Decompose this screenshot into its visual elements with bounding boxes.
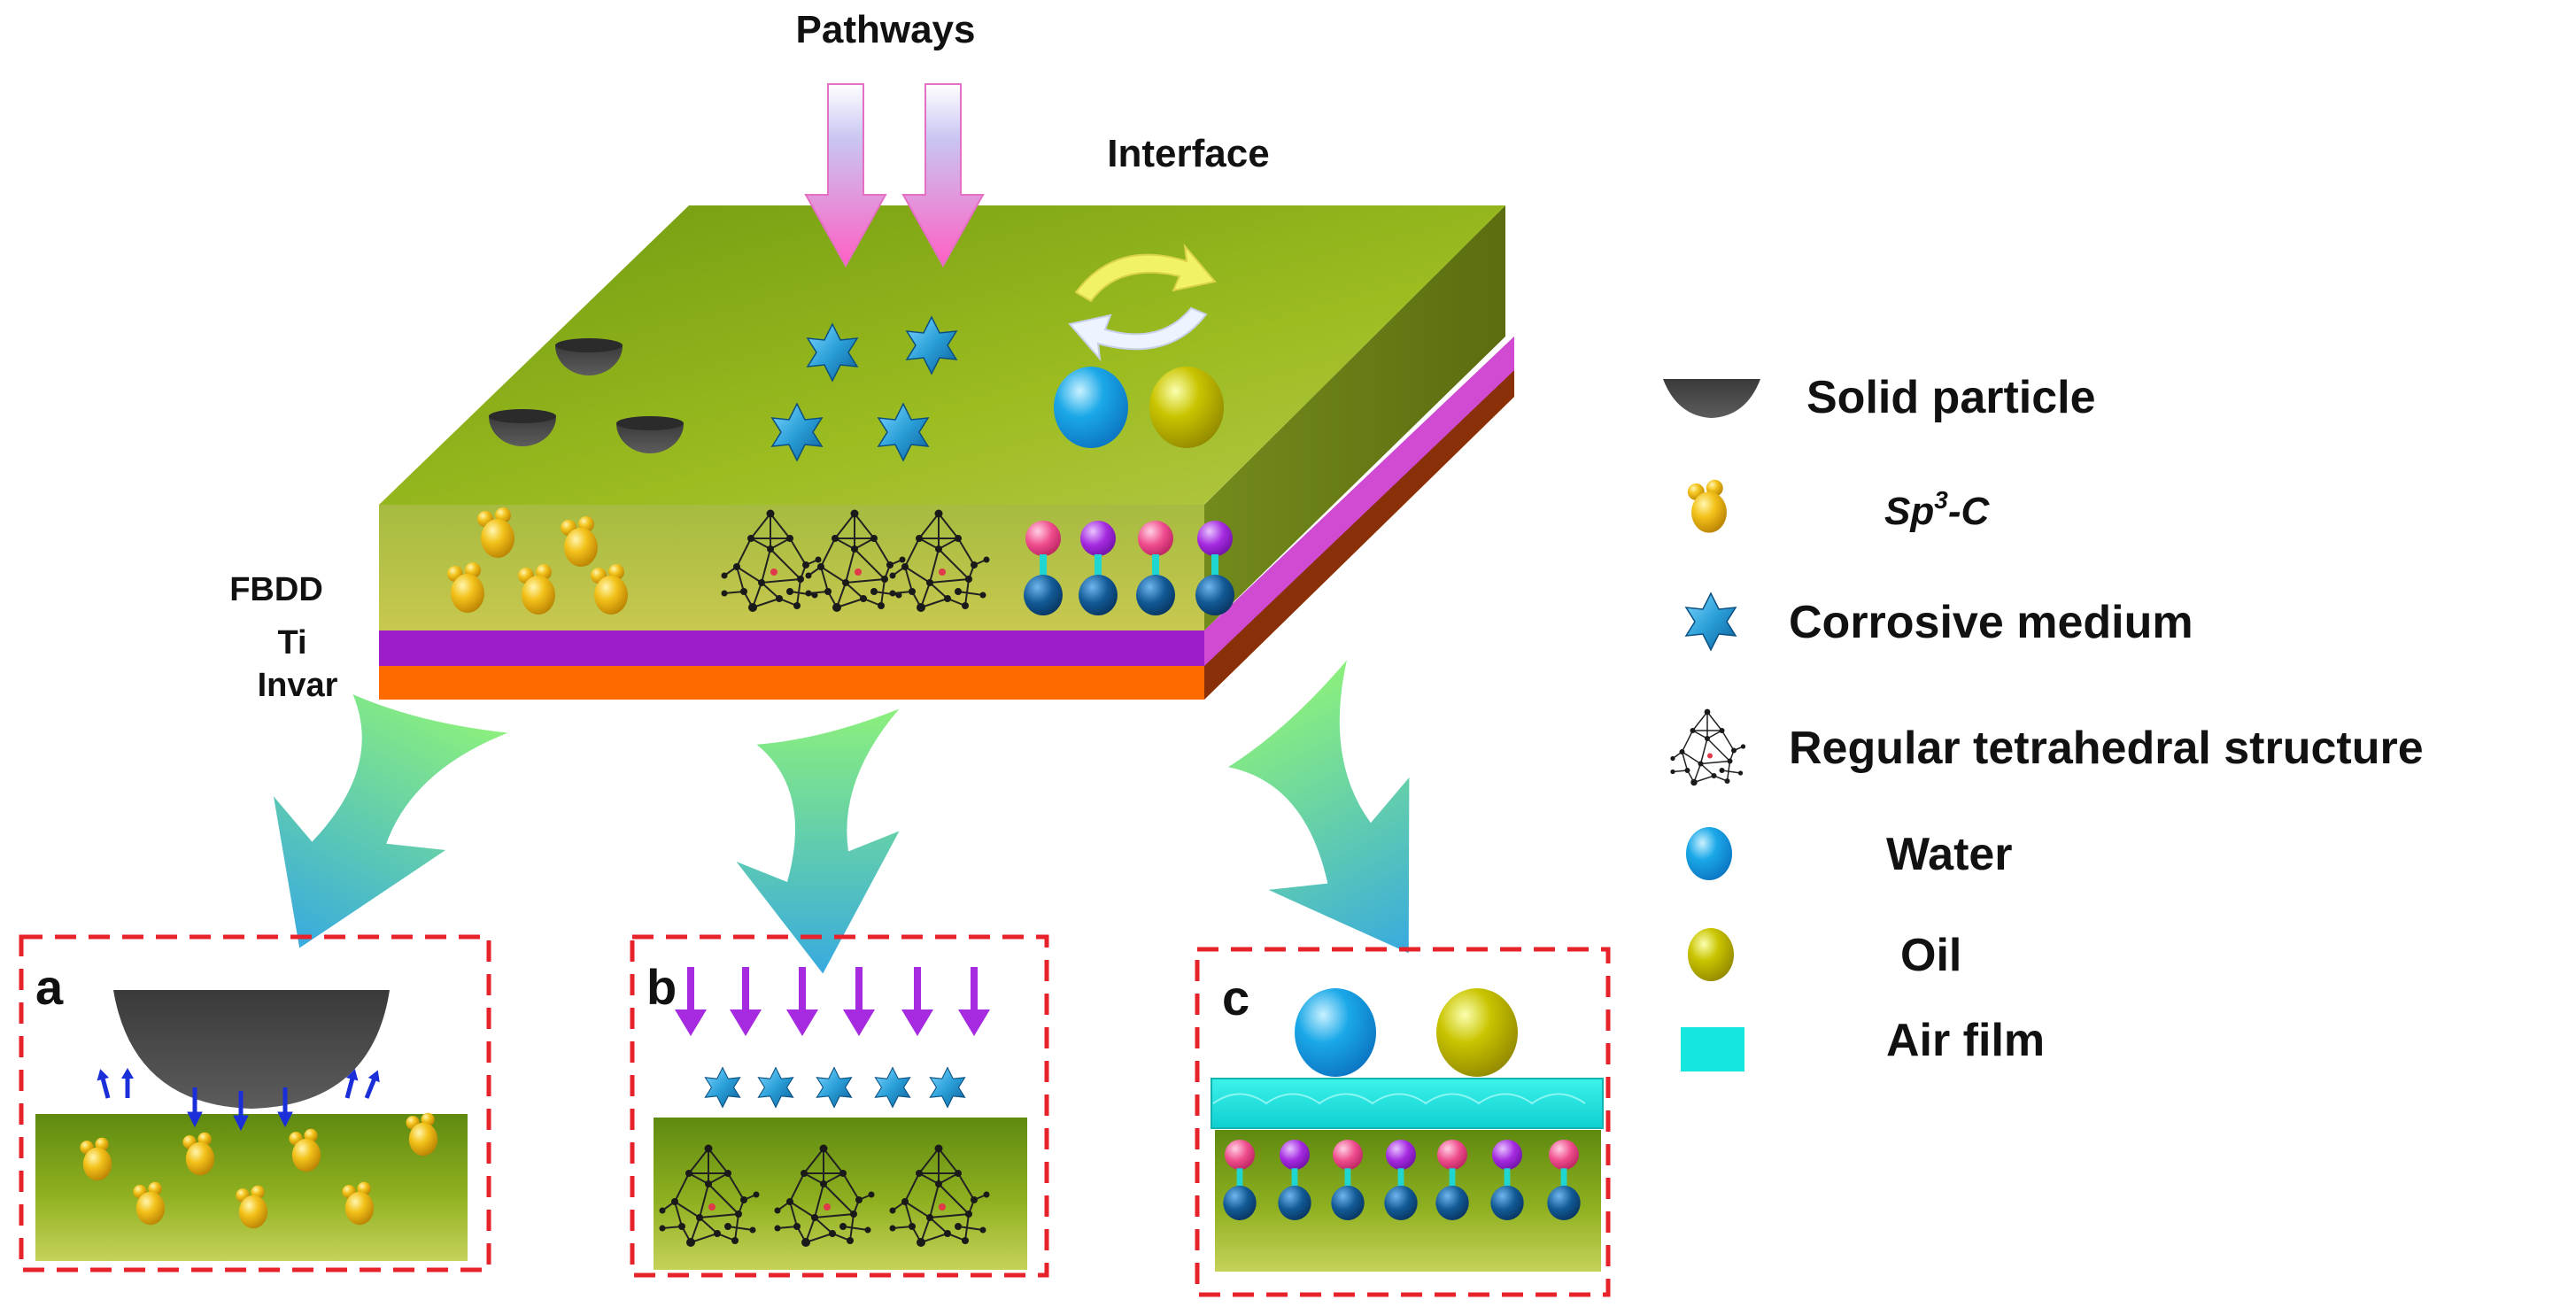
panel-a-substrate (35, 1114, 468, 1261)
top-droplets (1054, 367, 1224, 448)
air-film-icon (1681, 1027, 1744, 1071)
panel-b: b (630, 934, 1049, 1278)
oil-droplet-top (1149, 367, 1224, 448)
legend-item-water: Water (1686, 827, 2013, 880)
legend-item-tetrahedral: Regular tetrahedral structure (1669, 708, 2424, 786)
legend-item-oil: Oil (1688, 928, 1961, 981)
legend-item-air-film: Air film (1681, 1015, 2045, 1071)
legend-item-sp3-c: Sp3-C (1687, 479, 1990, 533)
legend-label-water: Water (1886, 829, 2013, 880)
pathways-label: Pathways (796, 8, 976, 51)
legend-label-air-film: Air film (1886, 1015, 2045, 1066)
panel-b-arrows (675, 967, 990, 1036)
legend-item-solid-particle: Solid particle (1663, 372, 2096, 423)
pathway-arrows (804, 83, 985, 268)
legend-label-oil: Oil (1900, 930, 1961, 981)
invar-label: Invar (258, 667, 338, 704)
fbdd-label: FBDD (229, 571, 323, 608)
sp3-c-icon (1687, 479, 1727, 533)
panel-c-air-film (1211, 1078, 1604, 1129)
panel-a: a (19, 934, 491, 1272)
invar-layer (379, 370, 1514, 700)
panel-c-water-droplet (1295, 988, 1376, 1077)
fbdd-right-face (1204, 205, 1505, 630)
legend-label-solid-particle: Solid particle (1806, 372, 2096, 423)
water-droplet-top (1054, 367, 1128, 448)
tetrahedral-structure-icon (1669, 708, 1746, 786)
legend: Solid particle Sp3-C Corrosive medium Re… (1663, 372, 2424, 1071)
ti-layer (379, 336, 1514, 666)
recycle-arrows-icon (1068, 243, 1217, 362)
legend-label-tetrahedral: Regular tetrahedral structure (1789, 723, 2424, 774)
water-droplet-icon (1686, 827, 1732, 880)
ti-label: Ti (277, 624, 306, 661)
panel-c-letter: c (1222, 970, 1249, 1025)
legend-label-sp3-c: Sp3-C (1884, 486, 1990, 533)
solid-particle-icon (1663, 379, 1760, 418)
panel-a-force-arrows (94, 1067, 383, 1132)
panel-c: c (1195, 947, 1611, 1297)
interface-label: Interface (1107, 132, 1269, 175)
oil-droplet-icon (1688, 928, 1734, 981)
panel-a-letter: a (35, 959, 64, 1015)
corrosive-medium-icon (1685, 592, 1737, 651)
panel-b-substrate (654, 1118, 1027, 1270)
legend-label-corrosive-medium: Corrosive medium (1789, 597, 2193, 648)
panel-c-oil-droplet (1436, 988, 1518, 1077)
panel-a-solid-particle (113, 990, 390, 1109)
panel-b-letter: b (646, 959, 677, 1015)
legend-item-corrosive-medium: Corrosive medium (1685, 592, 2193, 651)
flow-arrows (216, 649, 1482, 998)
panel-b-corrosive (704, 1067, 966, 1108)
main-substrate-block (379, 205, 1514, 700)
